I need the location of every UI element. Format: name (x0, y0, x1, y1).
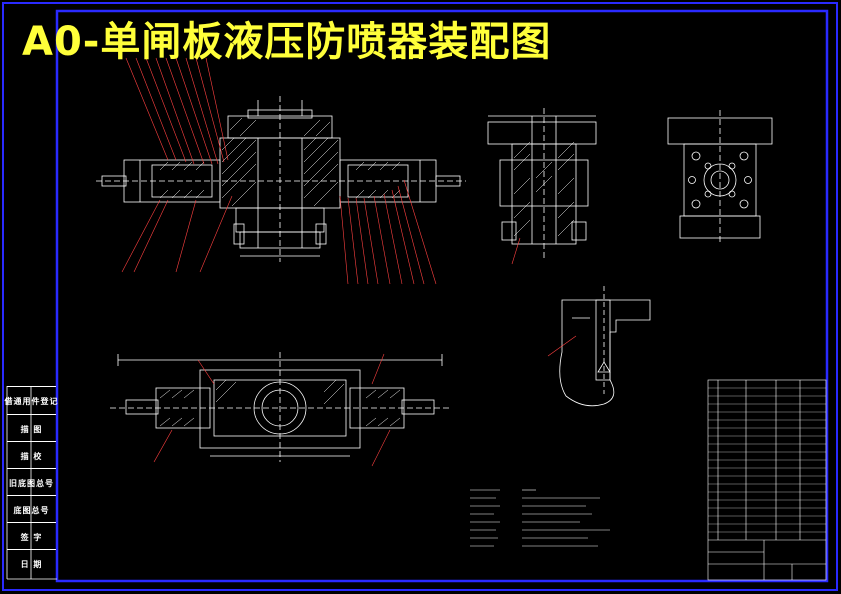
sidebar-item-base-number: 底图总号 (7, 495, 56, 524)
sidebar-item-tracing: 描 图 (7, 414, 56, 443)
sidebar-item-old-base-number: 旧底图总号 (7, 468, 56, 497)
main-section-view (96, 96, 466, 262)
technical-notes (470, 489, 610, 547)
detail-leaders (547, 335, 577, 357)
sidebar-item-signature: 签 字 (7, 522, 56, 551)
plan-view-hatch (159, 379, 401, 427)
parts-list-rows (708, 387, 826, 533)
end-view (667, 110, 773, 244)
main-section-hatch (159, 117, 401, 207)
drawing-title: A0-单闸板液压防喷器装配图 (22, 19, 552, 65)
inner-border (55, 9, 829, 583)
side-section-view (487, 108, 597, 260)
detail-view (559, 286, 651, 407)
side-section-hatch (513, 141, 575, 237)
sidebar-item-checking: 描 校 (7, 441, 56, 470)
plan-view (110, 352, 450, 462)
sidebar-item-date: 日 期 (7, 549, 56, 578)
sidebar-item-borrowed-parts: 借通用件登记 (5, 386, 58, 415)
main-section-leaders (121, 57, 437, 285)
parts-list (707, 379, 827, 581)
sidebar-frame (6, 386, 57, 580)
plan-view-leaders (153, 353, 391, 467)
side-section-leaders (511, 237, 521, 265)
